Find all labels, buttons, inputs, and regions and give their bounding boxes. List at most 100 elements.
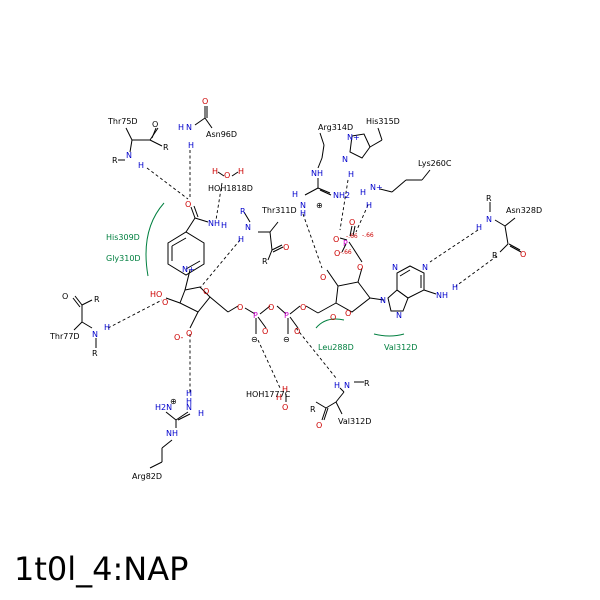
ligand-bonds [165,205,437,334]
atom-nh: NH [311,169,323,178]
atom-n: N [186,123,192,132]
atom-o: O [300,303,306,312]
atom-nh: NH [436,291,448,300]
residue-val312: Val312D [384,343,417,352]
residue-thr75: Thr75D [107,117,138,126]
atom-r: R [492,251,498,260]
atom-n: N [300,201,306,210]
atom-o: O [349,218,355,227]
atom-h: H [292,190,298,199]
atom-h: H [186,389,192,398]
residue-asn328: Asn328D [506,206,542,215]
atom-o: O [237,303,243,312]
atom-n-plus: N+ [370,183,383,192]
atom-o: O [62,292,68,301]
residue-his309: His309D [106,233,140,242]
atom-h: H [276,393,282,402]
atom-n: N [380,296,386,305]
atom-h: H [198,409,204,418]
atom-h: H [138,161,144,170]
atom-r: R [310,405,316,414]
residue-val312: Val312D [338,417,371,426]
minus-charge: ⊖ [251,335,258,344]
atom-n: N [245,223,251,232]
residue-thr311: Thr311D [261,206,297,215]
plus-charge: ⊕ [316,201,323,210]
atom-o-minus: O- [174,333,184,342]
atom-h: H [238,235,244,244]
atom-nh: NH [208,219,220,228]
atom-o: O [224,171,230,180]
charge-label: -.66 [346,233,358,240]
atom-r: R [364,379,370,388]
atom-h: H [452,283,458,292]
atom-n: N [396,311,402,320]
atom-o: O [202,97,208,106]
atom-h: H [104,323,110,332]
atom-labels: O R N H R O H N H H O H O NH H N+ O HO O… [62,97,526,438]
residue-thr77: Thr77D [49,332,80,341]
atom-o: O [282,403,288,412]
leu288-arc [315,318,345,329]
his309-arc [145,202,165,277]
residue-bonds [72,106,522,469]
atom-o: O [520,250,526,259]
atom-o: O [316,421,322,430]
atom-n: N [392,263,398,272]
atom-r: R [486,194,492,203]
atom-n: N [92,330,98,339]
atom-h: H [238,167,244,176]
residue-hoh1818: HOH1818D [208,184,253,193]
atom-o: O [357,263,363,272]
atom-o: O [203,287,209,296]
atom-r: R [92,349,98,358]
minus-charge: ⊖ [283,335,290,344]
atom-o: O [186,329,192,338]
atom-n: N [486,215,492,224]
atom-n-plus: N+ [347,133,360,142]
atom-o: O [333,235,339,244]
atom-h: H [334,381,340,390]
residue-arg314: Arg314D [318,123,353,132]
residue-gly310: Gly310D [106,254,141,263]
atom-h: H [476,223,482,232]
ligand-id-caption: 1t0l_4:NAP [14,550,189,588]
residue-hoh1777: HOH1777C [246,390,291,399]
atom-h: H [300,209,306,218]
atom-n: N [344,381,350,390]
atom-h: H [282,385,288,394]
atom-h: H [178,123,184,132]
atom-n: N [186,403,192,412]
atom-h: H [212,167,218,176]
hydrogen-bonds [107,150,498,392]
atom-nh: NH [166,429,178,438]
charge-label: -.66 [362,232,374,239]
residue-asn96: Asn96D [206,130,237,139]
atom-h2n: H2N [155,403,172,412]
residue-leu288: Leu288D [318,343,354,352]
atom-h: H [366,201,372,210]
plus-charge: ⊕ [170,397,177,406]
charge-label: -.66 [340,249,352,256]
atom-h: H [186,397,192,406]
residue-labels: Thr75D Asn96D HOH1818D His309D Gly310D T… [49,117,542,481]
atom-r: R [94,295,100,304]
atom-o: O [162,298,168,307]
atom-n: N [342,155,348,164]
atom-o: O [294,327,300,336]
atom-o: O [268,303,274,312]
residue-lys260: Lys260C [418,159,452,168]
atom-p: P [253,311,258,320]
atom-n: N [126,151,132,160]
atom-o: O [334,249,340,258]
val312-arc [373,333,405,337]
atom-o: O [330,313,336,322]
atom-o: O [345,309,351,318]
atom-r: R [262,257,268,266]
atom-h: H [348,170,354,179]
atom-p: P [343,239,348,248]
atom-o: O [185,200,191,209]
atom-r: R [163,143,169,152]
atom-o: O [262,327,268,336]
residue-arg82: Arg82D [132,472,162,481]
